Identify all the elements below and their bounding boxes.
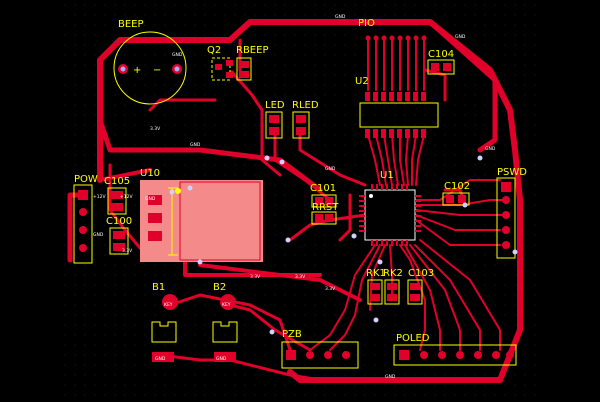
pio-header: PIO: [358, 18, 427, 41]
b2-button: KEY B2: [212, 282, 238, 362]
rled-component: RLED: [292, 100, 319, 139]
net-12v-a: +12V: [93, 194, 106, 200]
net-3v3-b: 3.3V: [295, 274, 306, 280]
net-3v3-e: 3.3V: [122, 248, 133, 254]
b2-label: B2: [213, 282, 226, 293]
pswd-header: PSWD: [496, 167, 527, 259]
u2-chip: U2: [355, 76, 439, 138]
b1-button: KEY B1: [151, 282, 178, 362]
c103-component: C103: [407, 268, 434, 305]
pow-label: POW: [74, 174, 98, 185]
c105-component: C105: [104, 176, 130, 215]
c102-label: C102: [444, 181, 470, 192]
net-gnd-c105: GND: [93, 232, 104, 238]
beep-plus-label: +: [133, 65, 141, 76]
net-gnd-bottom: GND: [385, 374, 396, 380]
pzb-label: PZB: [282, 329, 302, 340]
net-3v3-a: 3.3V: [250, 274, 261, 280]
net-gnd-b2: GND: [216, 356, 227, 362]
rbeep-label: RBEEP: [236, 45, 268, 56]
rrst-label: RRST: [312, 202, 339, 213]
pzb-header: PZB: [281, 329, 359, 369]
led-component: LED: [265, 100, 285, 139]
c101-label: C101: [310, 183, 336, 194]
beep-component: + − BEEP: [113, 19, 187, 105]
c103-label: C103: [408, 268, 434, 279]
u10-regulator: U10: [140, 168, 263, 262]
pio-label: PIO: [358, 18, 375, 29]
net-3v3-c: 3.3V: [325, 286, 336, 292]
b1-label: B1: [152, 282, 165, 293]
net-gnd-c101: GND: [325, 166, 336, 172]
led-label: LED: [265, 100, 285, 111]
q2-label: Q2: [207, 45, 221, 56]
rrst-component: RRST: [311, 202, 339, 225]
c101-component: C101: [310, 183, 337, 208]
net-gnd-b1: GND: [155, 356, 166, 362]
beep-label: BEEP: [118, 19, 144, 30]
net-labels: GND GND GND GND GND GND GND GND GND GND …: [93, 14, 496, 380]
c102-component: C102: [442, 181, 470, 206]
c100-label: C100: [106, 216, 132, 227]
u1-label: U1: [380, 170, 394, 181]
b1-key-label: KEY: [164, 302, 173, 308]
c105-label: C105: [104, 176, 130, 187]
rled-label: RLED: [292, 100, 319, 111]
poled-label: POLED: [396, 333, 430, 344]
net-3v3-d: 3.3V: [150, 126, 161, 132]
c100-component: C100: [106, 216, 132, 255]
rk2-label: RK2: [383, 268, 403, 279]
net-gnd-top-right: GND: [455, 34, 466, 40]
pswd-label: PSWD: [497, 167, 527, 178]
rbeep-component: RBEEP: [236, 45, 268, 81]
net-gnd-pswd: GND: [485, 146, 496, 152]
ground-ring-trace: [97, 19, 523, 383]
u10-label: U10: [140, 168, 160, 179]
rk1-label: RK1: [366, 268, 386, 279]
net-12v-b: +12V: [120, 194, 133, 200]
c104-label: C104: [428, 49, 454, 60]
net-gnd-mid: GND: [190, 142, 201, 148]
pow-header: POW: [73, 174, 98, 264]
net-gnd-beep: GND: [172, 52, 183, 58]
poled-header: POLED: [393, 333, 517, 366]
q2-component: Q2: [207, 45, 233, 81]
net-gnd-u10: GND: [145, 196, 156, 202]
rk1-component: RK1: [366, 268, 386, 305]
b2-key-label: KEY: [222, 302, 231, 308]
u2-label: U2: [355, 76, 369, 87]
c104-component: C104: [427, 49, 455, 75]
vias: [169, 155, 518, 335]
rk2-component: RK2: [383, 268, 403, 305]
beep-minus-label: −: [153, 65, 161, 76]
u1-mcu: U1: [359, 170, 421, 246]
net-gnd-top: GND: [335, 14, 346, 20]
